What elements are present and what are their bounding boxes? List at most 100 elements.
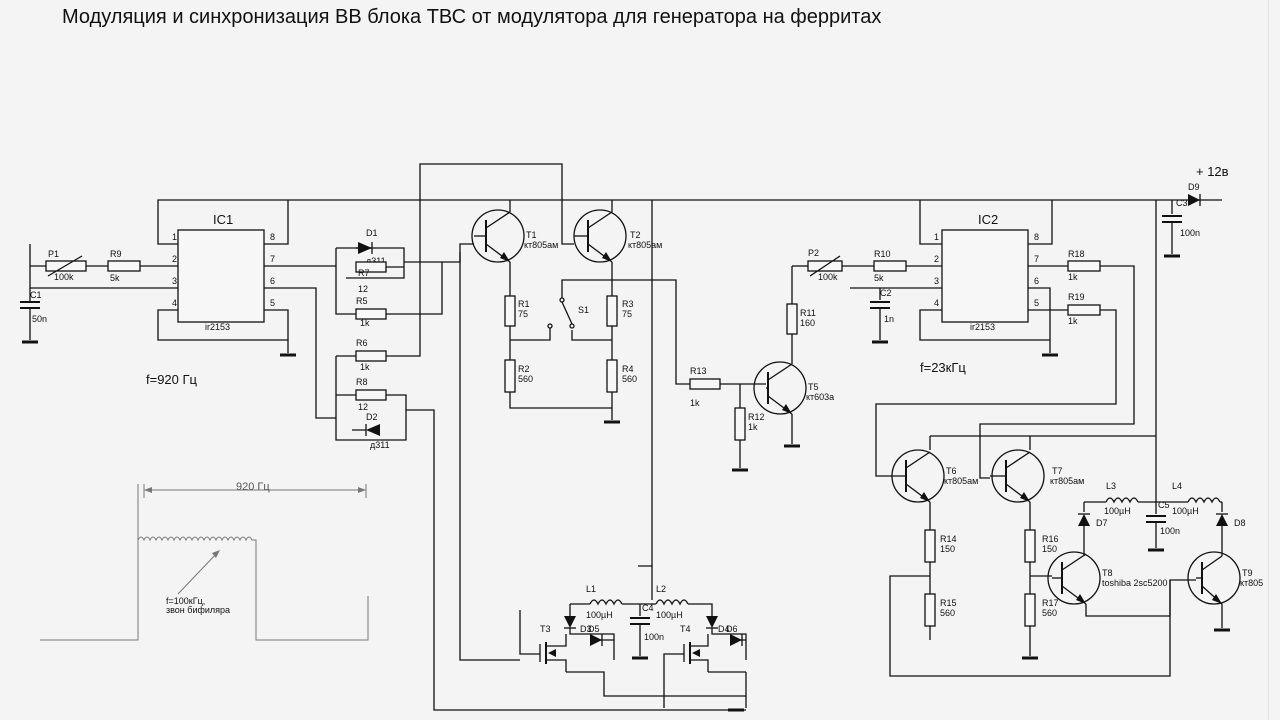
l3-value: 100µH [1104,506,1131,516]
resistor-r10 [873,260,907,272]
ic2-pin1: 1 [934,232,939,242]
resistor-r14 [924,529,936,563]
window-scrollbar[interactable] [1268,0,1280,720]
transistor-t1 [471,209,525,263]
transistor-t7 [990,449,1045,503]
r13-value: 1k [690,398,700,408]
t1-label: T1 [526,230,537,240]
ic1-part: ir2153 [205,322,230,332]
resistor-r3 [606,295,618,327]
waveform-sketch [40,484,369,641]
r15-value: 560 [940,608,955,618]
r12-value: 1k [748,422,758,432]
resistor-r8 [355,389,387,401]
switch-s1 [547,279,690,385]
r11-value: 160 [800,318,815,328]
r2-label: R2 [518,364,530,374]
resistor-r19 [1067,304,1101,316]
l3-label: L3 [1106,481,1116,491]
c5-value: 100n [1160,526,1180,536]
r4-label: R4 [622,364,634,374]
r17-value: 560 [1042,608,1057,618]
r4-value: 560 [622,374,637,384]
r9-label: R9 [110,249,122,259]
d1-value: д311 [366,256,386,266]
t1-value: кт805ам [524,240,558,250]
l1-value: 100µH [586,610,613,620]
ic1-pin7: 7 [270,254,275,264]
resistor-r1 [504,295,516,327]
r12-label: R12 [748,412,765,422]
r18-label: R18 [1068,249,1085,259]
supply-label: + 12в [1196,164,1229,179]
d7-label: D7 [1096,518,1108,528]
inductor-l1 [589,599,623,606]
l1-label: L1 [586,584,596,594]
resistor-r13 [689,378,721,390]
ic1-pin8: 8 [270,232,275,242]
ic2-pin8: 8 [1034,232,1039,242]
transistor-t8 [1047,551,1101,605]
transistor-t6 [888,449,945,503]
c3-value: 100n [1180,228,1200,238]
resistor-r11 [786,303,798,335]
r10-label: R10 [874,249,891,259]
r11-label: R11 [800,308,816,318]
c2-label: C2 [880,288,892,298]
r1-value: 75 [518,309,528,319]
r16-label: R16 [1042,534,1059,544]
t9-value: кт805 [1240,578,1263,588]
resistor-r15 [924,593,936,627]
r1-label: R1 [518,299,530,309]
transistor-t9 [1187,551,1241,605]
c4-label: C4 [642,603,654,613]
l2-value: 100µH [656,610,683,620]
transistor-t5 [753,361,807,415]
r5-value: 1k [360,318,370,328]
d9-label: D9 [1188,182,1200,192]
r8-label: R8 [356,377,368,387]
ic1-label: IC1 [213,212,233,227]
ic2-pin4: 4 [934,298,939,308]
c5-label: C5 [1158,500,1170,510]
d8-label: D8 [1234,518,1246,528]
transistor-t2 [573,209,627,263]
resistor-r4 [606,359,618,393]
r16-value: 150 [1042,544,1057,554]
p2-label: P2 [808,248,819,258]
resistor-r9 [107,260,141,272]
r15-label: R15 [940,598,957,608]
r14-label: R14 [940,534,957,544]
p2-value: 100k [818,272,838,282]
d2-value: д311 [370,440,390,450]
r6-label: R6 [356,338,368,348]
r5-label: R5 [356,296,368,306]
inductor-l4 [1187,497,1221,504]
ic2-pin5: 5 [1034,298,1039,308]
ic1-pin3: 3 [172,276,177,286]
ic2-chip: IC2 ir2153 1 2 3 4 8 7 6 5 [934,212,1039,332]
r2-value: 560 [518,374,533,384]
freq2-label: f=23кГц [920,360,966,375]
l4-label: L4 [1172,481,1182,491]
diagram-title: Модуляция и синхронизация ВВ блока ТВС о… [62,6,881,28]
ic2-part: ir2153 [970,322,995,332]
ic2-label: IC2 [978,212,998,227]
l4-value: 100µH [1172,506,1199,516]
resistor-r16 [1024,529,1036,563]
inductor-l2 [655,599,689,606]
ic1-pin4: 4 [172,298,177,308]
ic2-pin7: 7 [1034,254,1039,264]
freq1-label: f=920 Гц [146,372,198,387]
d1-label: D1 [366,228,378,238]
t2-value: кт805ам [628,240,662,250]
c1-value: 50n [32,314,47,324]
wave-note-1: f=100кГц, [166,596,205,606]
r7-value: 12 [358,284,368,294]
ic1-pin1: 1 [172,232,177,242]
resistor-r6 [355,350,387,362]
r7-label: R7 [358,268,370,278]
r14-value: 150 [940,544,955,554]
mosfet-t4 [683,634,709,672]
